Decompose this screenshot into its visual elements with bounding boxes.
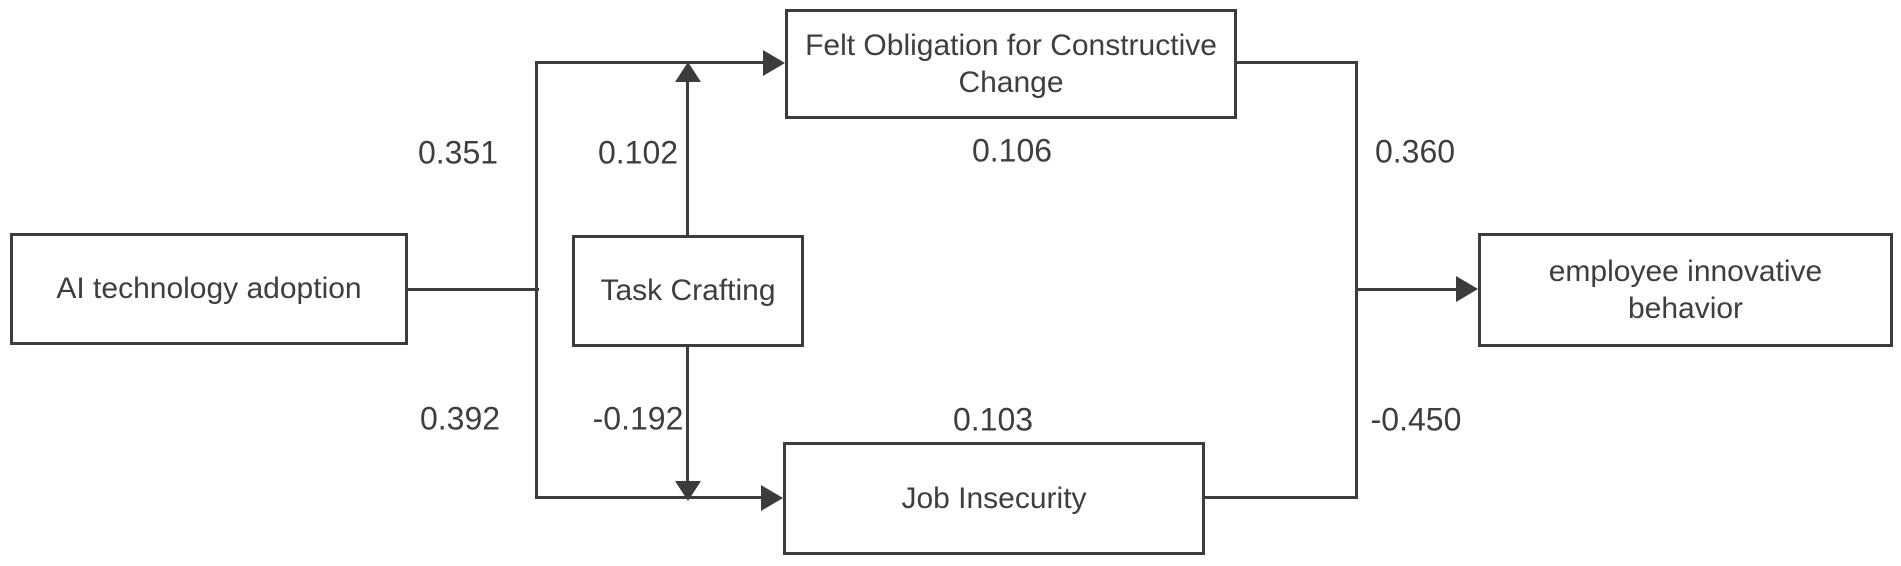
coefficient-task-crafting-lower-moderation: -0.192: [592, 400, 684, 437]
coefficient-felt-obligation-path: 0.106: [971, 132, 1053, 169]
connector-task-crafting-down: [686, 347, 689, 483]
coefficient-job-insecurity-to-behavior: -0.450: [1370, 401, 1462, 438]
coefficient-felt-obligation-to-behavior: 0.360: [1374, 133, 1456, 170]
connector-merge-vertical: [1355, 61, 1358, 499]
arrowhead-into-felt-obligation-icon: [763, 50, 785, 76]
node-job-insecurity: Job Insecurity: [783, 442, 1205, 555]
arrowhead-into-job-insecurity-icon: [761, 485, 783, 511]
arrowhead-task-crafting-down-icon: [675, 481, 701, 501]
connector-merge-to-behavior: [1355, 288, 1459, 291]
connector-branch-to-felt-obligation: [535, 61, 766, 64]
connector-ai-to-branch: [405, 288, 539, 291]
coefficient-ai-to-job-insecurity: 0.392: [419, 400, 501, 437]
coefficient-ai-to-felt-obligation: 0.351: [417, 134, 499, 171]
connector-branch-vertical: [535, 61, 538, 499]
connector-job-insecurity-to-merge: [1202, 496, 1358, 499]
connector-felt-obligation-to-merge: [1234, 61, 1358, 64]
arrowhead-task-crafting-up-icon: [675, 62, 701, 82]
node-task-crafting: Task Crafting: [572, 235, 804, 347]
node-employee-innovative-behavior: employee innovative behavior: [1478, 233, 1893, 347]
node-employee-innovative-behavior-label: employee innovative behavior: [1548, 254, 1823, 326]
coefficient-job-insecurity-path: 0.103: [952, 401, 1034, 438]
arrowhead-into-employee-innovative-behavior-icon: [1456, 276, 1478, 302]
connector-branch-to-job-insecurity: [535, 496, 764, 499]
node-task-crafting-label: Task Crafting: [600, 274, 776, 308]
node-ai-technology-adoption: AI technology adoption: [10, 233, 408, 345]
connector-task-crafting-up: [686, 80, 689, 235]
node-felt-obligation-label: Felt Obligation for Constructive Change: [805, 28, 1217, 100]
node-ai-technology-adoption-label: AI technology adoption: [56, 272, 362, 306]
node-job-insecurity-label: Job Insecurity: [901, 481, 1087, 515]
coefficient-task-crafting-upper-moderation: 0.102: [597, 134, 679, 171]
node-felt-obligation: Felt Obligation for Constructive Change: [785, 9, 1237, 119]
